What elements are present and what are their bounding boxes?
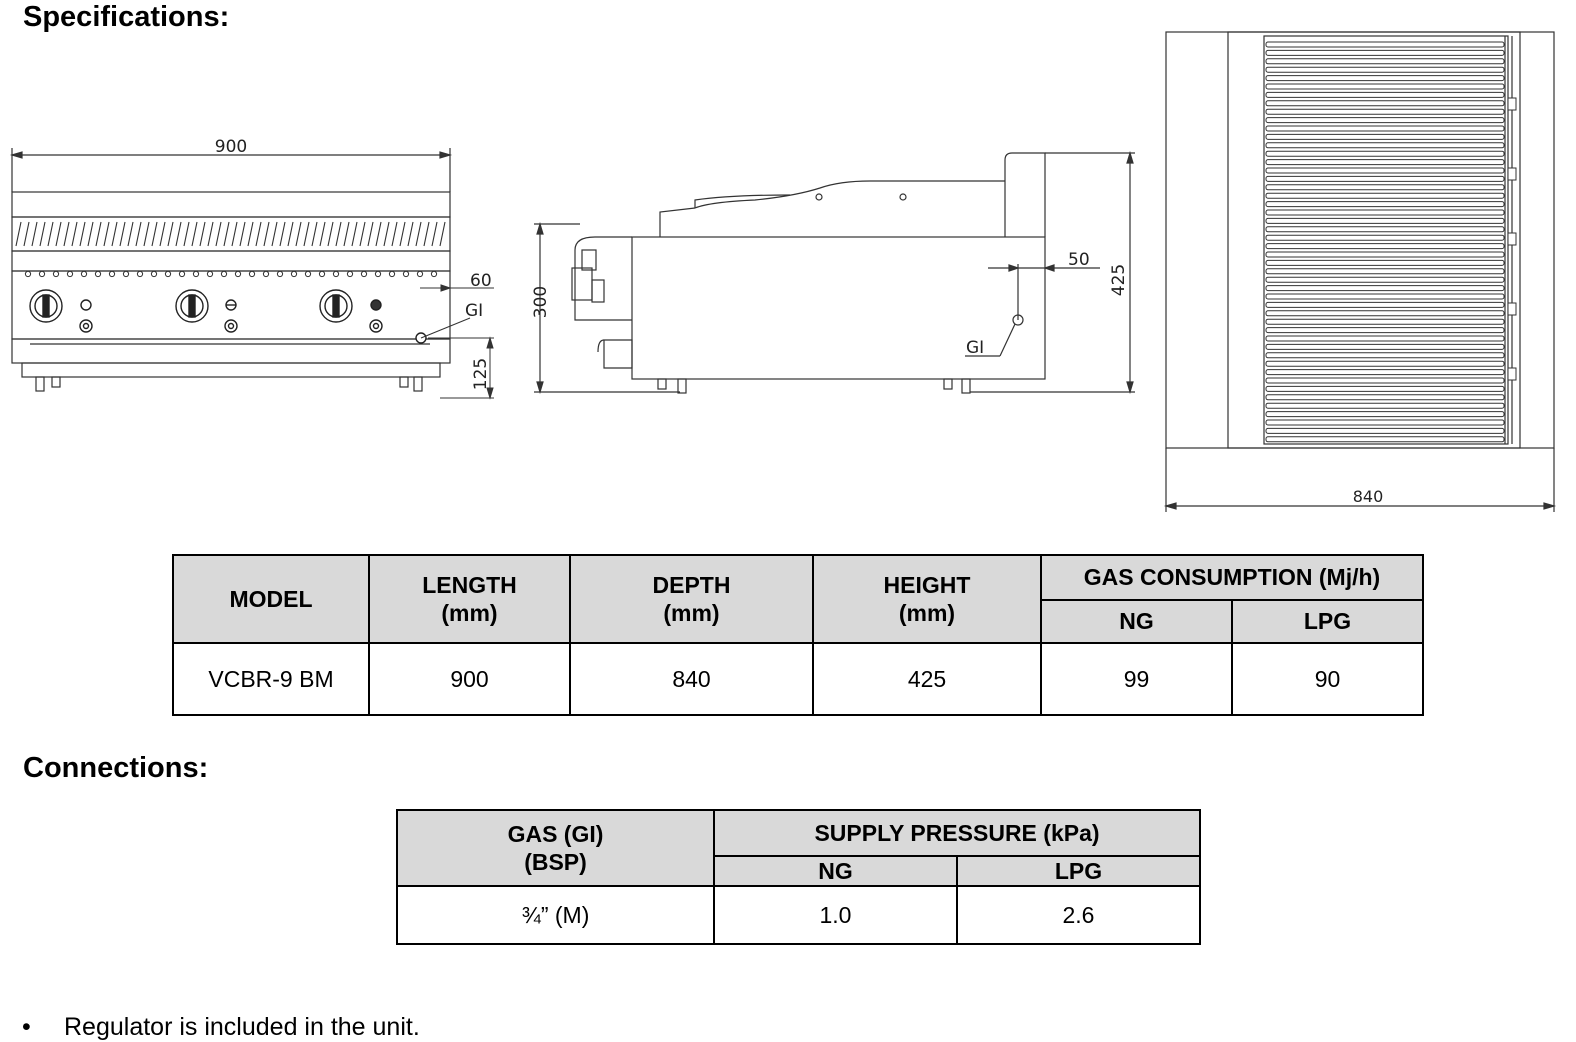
cell-gas: ¾” (M) xyxy=(396,885,715,945)
front-width-dim: 900 xyxy=(215,137,247,157)
side-gas-label: GI xyxy=(966,338,984,358)
notes-list: Regulator is included in the unit. xyxy=(22,1012,420,1042)
header-height: HEIGHT(mm) xyxy=(812,554,1042,644)
specifications-table: MODEL LENGTH(mm) DEPTH(mm) HEIGHT(mm) GA… xyxy=(172,554,1424,716)
cell-depth: 840 xyxy=(569,642,814,716)
front-view-drawing: 60 GI 900 125 xyxy=(9,137,494,400)
knob-icon xyxy=(29,289,63,323)
top-grill-bars xyxy=(1265,41,1505,443)
top-view-drawing: 840 xyxy=(1163,31,1557,512)
cell-model: VCBR-9 BM xyxy=(172,642,370,716)
header-gas: GAS (GI)(BSP) xyxy=(396,809,715,887)
front-gas-label: GI xyxy=(465,301,483,321)
header-supply-pressure: SUPPLY PRESSURE (kPa) xyxy=(713,809,1201,857)
side-view-drawing: 300 50 425 GI xyxy=(531,150,1135,395)
front-grill-bars xyxy=(15,221,446,247)
header-ng: NG xyxy=(713,855,958,887)
header-length: LENGTH(mm) xyxy=(368,554,571,644)
top-depth-dim: 840 xyxy=(1353,487,1384,506)
front-rivet-row xyxy=(24,270,438,278)
knob-icon xyxy=(175,289,209,323)
side-height-dim: 300 xyxy=(531,286,551,318)
connections-table: GAS (GI)(BSP) SUPPLY PRESSURE (kPa) NG L… xyxy=(396,809,1201,945)
cell-length: 900 xyxy=(368,642,571,716)
table-row: VCBR-9 BM 900 840 425 99 90 xyxy=(172,642,1424,716)
connections-heading: Connections: xyxy=(23,752,209,784)
cell-height: 425 xyxy=(812,642,1042,716)
header-depth: DEPTH(mm) xyxy=(569,554,814,644)
header-ng: NG xyxy=(1040,599,1233,644)
header-lpg: LPG xyxy=(1231,599,1424,644)
header-lpg: LPG xyxy=(956,855,1201,887)
front-height-dim: 125 xyxy=(471,358,491,390)
specifications-heading: Specifications: xyxy=(23,1,230,33)
cell-ng: 99 xyxy=(1040,642,1233,716)
list-item: Regulator is included in the unit. xyxy=(22,1012,420,1042)
knob-icon xyxy=(319,289,353,323)
cell-lpg: 2.6 xyxy=(956,885,1201,945)
header-model: MODEL xyxy=(172,554,370,644)
cell-lpg: 90 xyxy=(1231,642,1424,716)
side-offset-dim: 50 xyxy=(1068,250,1090,270)
table-row: ¾” (M) 1.0 2.6 xyxy=(396,885,1201,945)
header-gas-consumption: GAS CONSUMPTION (Mj/h) xyxy=(1040,554,1424,601)
front-offset-dim: 60 xyxy=(470,271,492,291)
side-overall-height-dim: 425 xyxy=(1109,264,1129,296)
cell-ng: 1.0 xyxy=(713,885,958,945)
